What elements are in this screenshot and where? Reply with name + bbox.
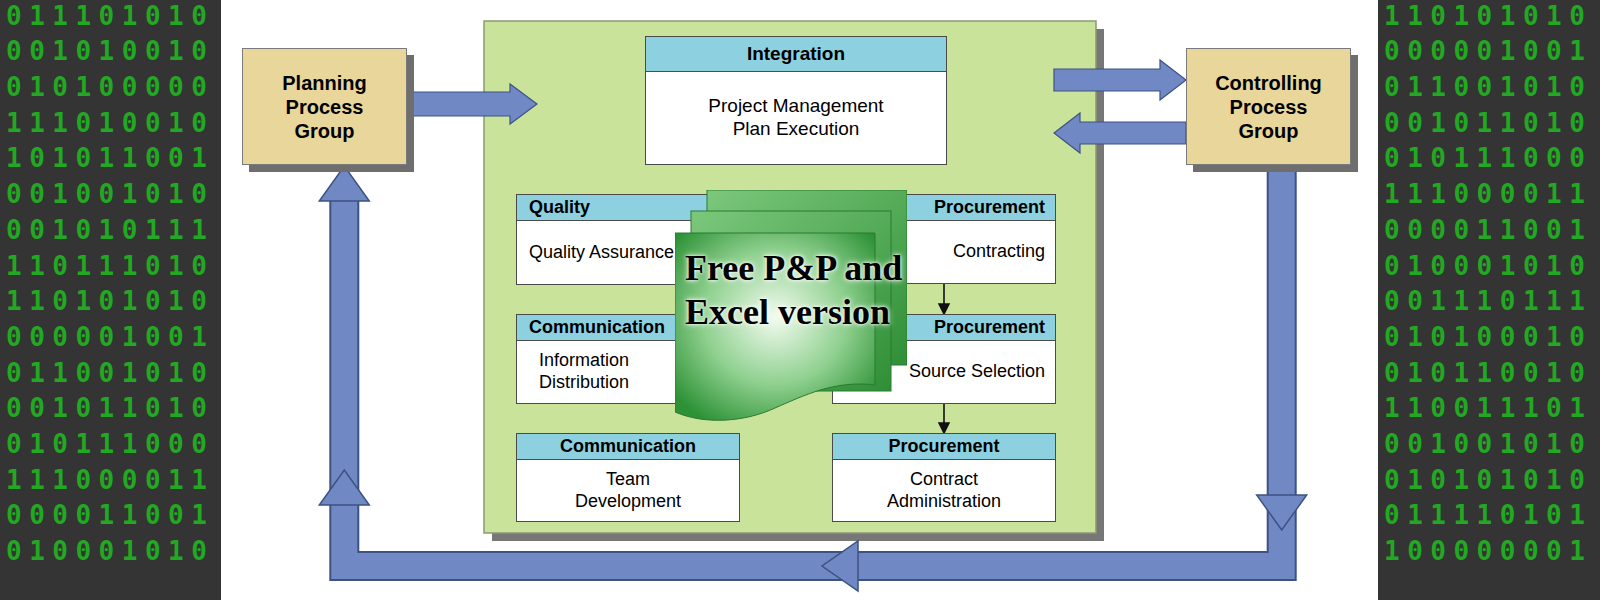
- right-band: [1378, 0, 1600, 600]
- binary-watermark: 010001010: [6, 536, 214, 566]
- box-heading: Procurement: [934, 197, 1045, 218]
- binary-watermark: 011110101: [1384, 500, 1592, 530]
- binary-watermark: 001011010: [1384, 108, 1592, 138]
- binary-watermark: 001001010: [6, 179, 214, 209]
- block-arrow: [407, 84, 537, 124]
- box-heading: Communication: [529, 317, 665, 338]
- arrow-line: [943, 404, 945, 424]
- flow-arrow: [939, 404, 949, 433]
- box-text: Contract Administration: [869, 469, 1019, 512]
- execution-panel: [484, 21, 1096, 533]
- binary-watermark: 000011001: [6, 500, 214, 530]
- binary-watermark: 011001010: [1384, 72, 1592, 102]
- process-group-box: Planning Process Group: [242, 48, 407, 165]
- block-arrow: [1054, 113, 1186, 153]
- binary-watermark: 010100010: [1384, 322, 1592, 352]
- box-header: Procurement: [833, 434, 1055, 460]
- binary-watermark: 010111000: [1384, 143, 1592, 173]
- binary-watermark: 000001001: [6, 322, 214, 352]
- binary-watermark: 110011101: [1384, 393, 1592, 423]
- box-text: Information Distribution: [529, 350, 639, 393]
- document-badge: Free P&P and Excel version: [675, 190, 907, 425]
- binary-watermark: 111000011: [1384, 179, 1592, 209]
- binary-watermark: 010111000: [6, 429, 214, 459]
- box-heading: Procurement: [934, 317, 1045, 338]
- binary-watermark: 010001010: [1384, 251, 1592, 281]
- binary-watermark: 001001010: [1384, 429, 1592, 459]
- arrow-head: [939, 304, 949, 314]
- binary-watermark: 001110111: [1384, 286, 1592, 316]
- binary-watermark: 001010111: [6, 215, 214, 245]
- feedback-loop-arrow: [319, 165, 1306, 591]
- box-text: Team Development: [553, 469, 703, 512]
- arrow-head: [1257, 495, 1307, 530]
- binary-watermark: 011001010: [6, 358, 214, 388]
- process-box: IntegrationProject Management Plan Execu…: [645, 36, 947, 165]
- binary-watermark: 101011001: [6, 143, 214, 173]
- arrow-shaft: [344, 165, 1281, 566]
- block-arrow: [1054, 60, 1186, 100]
- binary-watermark: 000011001: [1384, 215, 1592, 245]
- box-heading: Integration: [747, 43, 845, 65]
- arrow-line: [943, 284, 945, 305]
- binary-watermark: 111000011: [6, 465, 214, 495]
- binary-watermark: 001010010: [6, 36, 214, 66]
- arrow-head: [939, 423, 949, 433]
- box-heading: Procurement: [888, 436, 999, 457]
- box-body: Project Management Plan Execution: [646, 72, 946, 164]
- binary-watermark: 000001001: [1384, 36, 1592, 66]
- binary-watermark: 110101010: [1384, 1, 1592, 31]
- process-group-box: Controlling Process Group: [1186, 48, 1351, 165]
- binary-watermark: 110111010: [6, 251, 214, 281]
- binary-watermark: 010110010: [1384, 358, 1592, 388]
- box-header: Communication: [517, 434, 739, 460]
- process-box: ProcurementContract Administration: [832, 433, 1056, 522]
- arrow-head: [822, 541, 858, 591]
- box-body: Contract Administration: [833, 460, 1055, 521]
- binary-watermark: 110101010: [6, 286, 214, 316]
- arrow-head: [319, 470, 369, 505]
- group-title: Controlling Process Group: [1213, 71, 1325, 143]
- box-text: Quality Assurance: [529, 242, 674, 264]
- group-title: Planning Process Group: [269, 71, 381, 143]
- arrow-outline: [344, 165, 1281, 566]
- box-text: Source Selection: [909, 361, 1045, 383]
- box-body: Team Development: [517, 460, 739, 521]
- binary-watermark: 111010010: [6, 108, 214, 138]
- arrow-head: [319, 166, 369, 201]
- binary-watermark: 010101010: [1384, 465, 1592, 495]
- binary-watermark: 011101010: [6, 1, 214, 31]
- left-band: [0, 0, 221, 600]
- box-heading: Quality: [529, 197, 590, 218]
- box-heading: Communication: [560, 436, 696, 457]
- box-header: Integration: [646, 37, 946, 72]
- binary-watermark: 001011010: [6, 393, 214, 423]
- binary-watermark: 100000001: [1384, 536, 1592, 566]
- flow-arrow: [939, 284, 949, 314]
- process-box: CommunicationTeam Development: [516, 433, 740, 522]
- box-text: Project Management Plan Execution: [696, 95, 896, 141]
- box-text: Contracting: [953, 241, 1045, 263]
- binary-watermark: 010100000: [6, 72, 214, 102]
